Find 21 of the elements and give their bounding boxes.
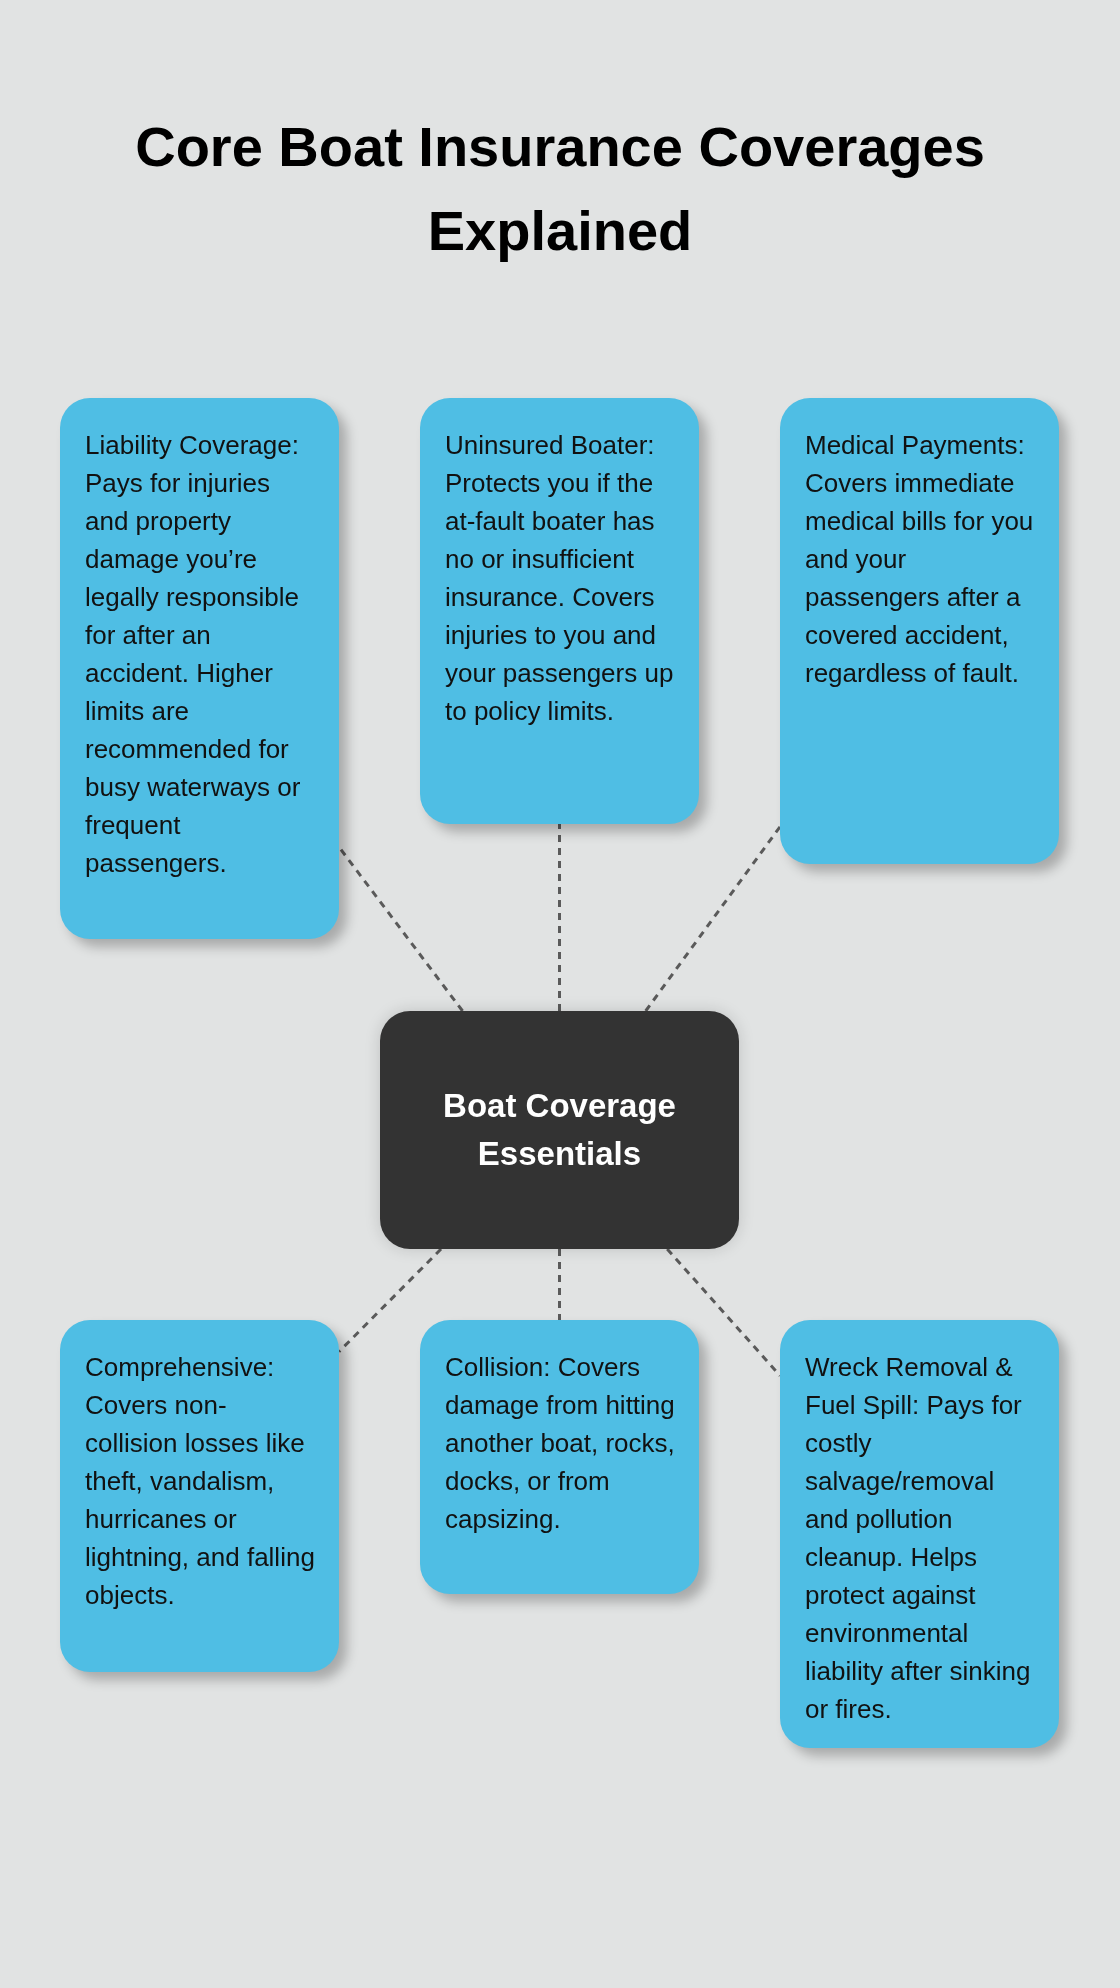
dashed-connector	[558, 824, 561, 1011]
coverage-description: Collision: Covers damage from hitting another boat, rocks, docks, or from capsizing.	[445, 1351, 676, 1536]
dashed-connector	[558, 1249, 561, 1320]
center-label: Boat Coverage Essentials	[442, 1086, 677, 1174]
dashed-connector	[666, 1248, 782, 1377]
coverage-card	[60, 398, 339, 939]
dashed-connector	[337, 1247, 443, 1353]
coverage-card	[780, 1320, 1059, 1748]
coverage-card	[780, 398, 1059, 864]
coverage-card	[60, 1320, 339, 1672]
title: Core Boat Insurance Coverages Explained	[134, 114, 986, 264]
dashed-connector	[337, 846, 464, 1012]
coverage-description: Wreck Removal & Fuel Spill: Pays for costly salvage/removal and pollution cleanup. Helps protect against environmental liability after sinking or fires.	[805, 1351, 1032, 1726]
coverage-card	[420, 398, 699, 824]
coverage-description: Comprehensive: Covers non-collision losses like theft, vandalism, hurricanes or lightning, and falling objects.	[85, 1351, 316, 1612]
coverage-card	[420, 1320, 699, 1594]
dashed-connector	[644, 825, 782, 1012]
coverage-description: Liability Coverage: Pays for injuries and property damage you’re legally responsible for after an accident. Higher limits are recommended for busy waterways or frequent passengers.	[85, 429, 302, 880]
coverage-description: Uninsured Boater: Protects you if the at-fault boater has no or insufficient insurance. Covers injuries to you and your passengers up to policy limits.	[445, 429, 675, 728]
coverage-description: Medical Payments: Covers immediate medical bills for you and your passengers after a covered accident, regardless of fault.	[805, 429, 1035, 690]
center-box	[380, 1011, 739, 1249]
